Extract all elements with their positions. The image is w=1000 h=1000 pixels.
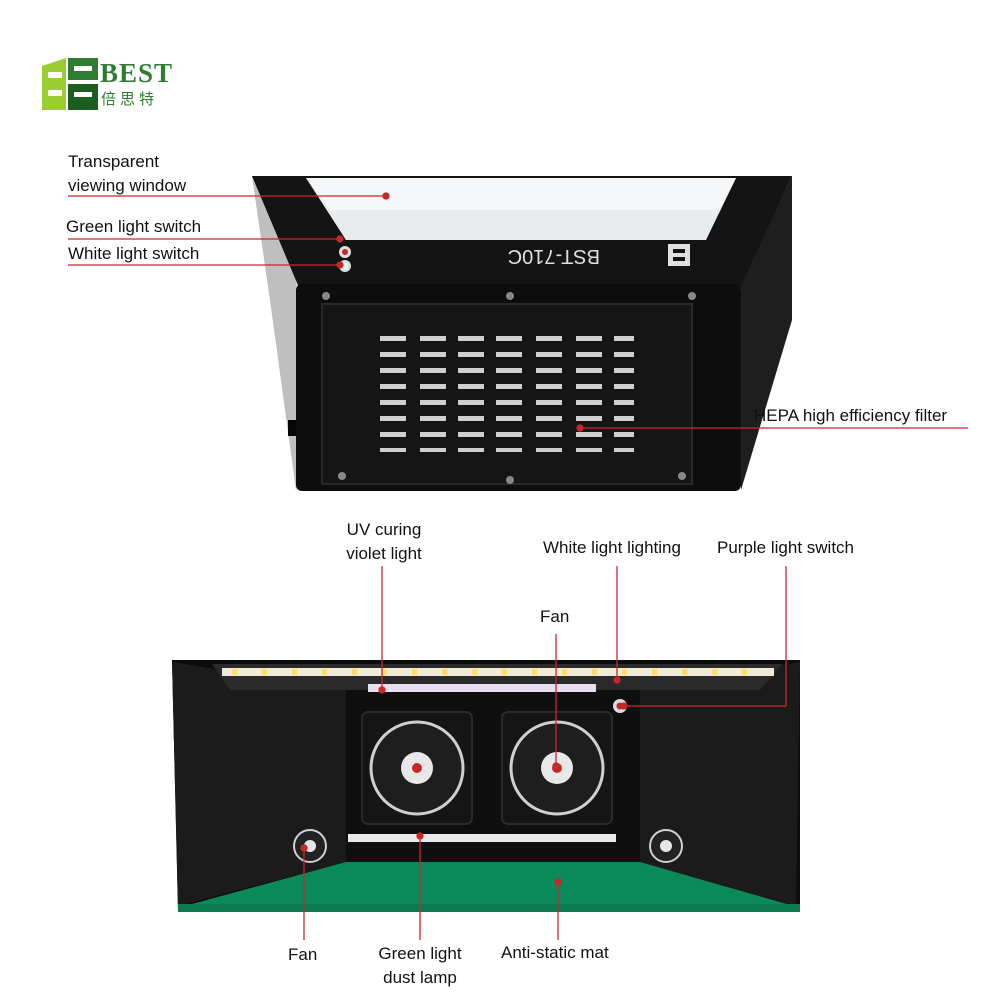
label-fan-side: Fan <box>288 945 318 964</box>
label-green-light-switch: Green light switch <box>66 217 202 236</box>
label-uv-curing-light: UV curing violet light <box>346 520 422 563</box>
label-green-dust-lamp: Green light dust lamp <box>378 944 462 987</box>
label-hepa-filter: HEPA high efficiency filter <box>754 406 948 425</box>
logo-brand-cn-text: 倍思特 <box>101 90 159 108</box>
label-white-light-lighting: White light lighting <box>543 538 681 557</box>
device-model-print: BST-710C <box>508 245 600 267</box>
logo-brand-text: BEST <box>100 58 174 88</box>
label-fan-top: Fan <box>540 607 570 626</box>
label-purple-light-switch: Purple light switch <box>717 538 855 557</box>
label-white-light-switch: White light switch <box>68 244 200 263</box>
label-transparent-window: Transparent viewing window <box>68 152 187 195</box>
label-anti-static-mat: Anti-static mat <box>501 943 609 962</box>
